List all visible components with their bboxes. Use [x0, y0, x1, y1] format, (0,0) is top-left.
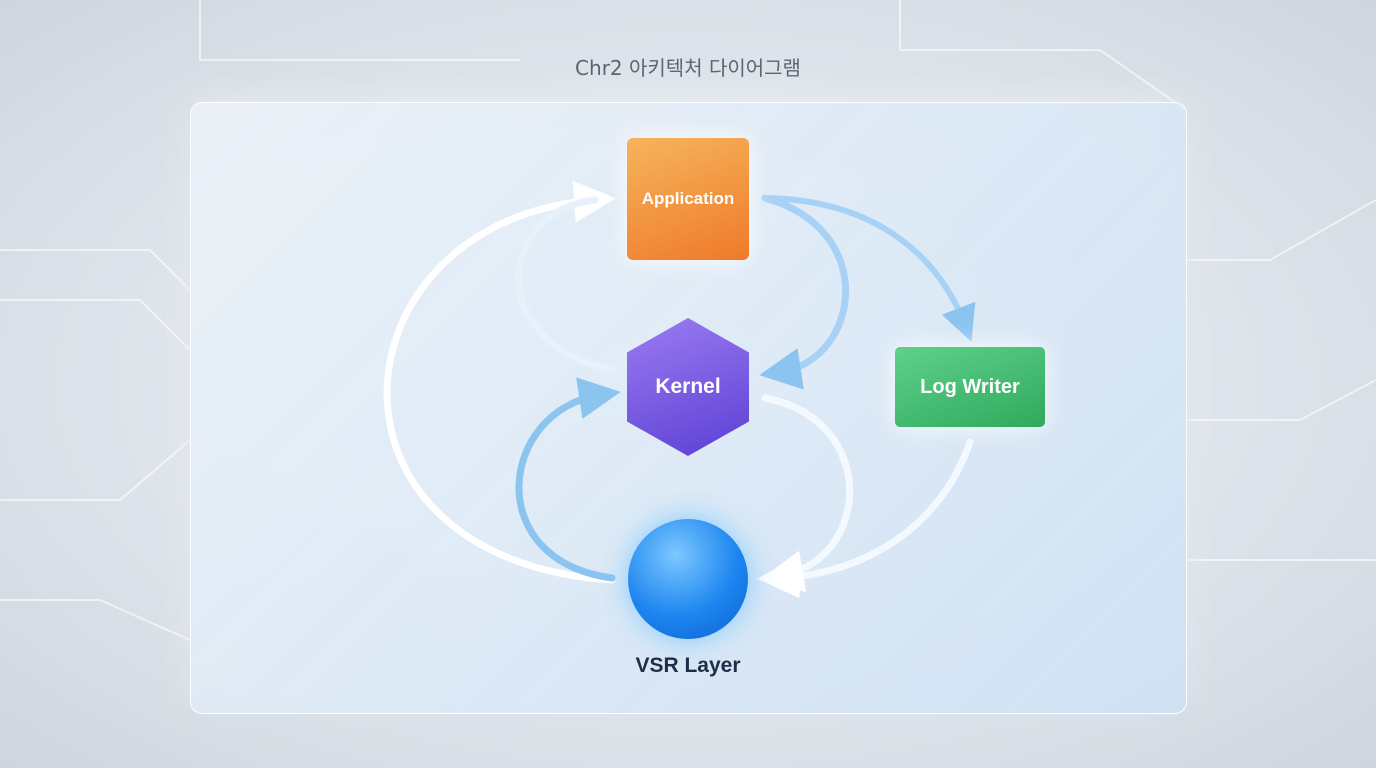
arrow-vsr-to-kernel: [515, 377, 621, 582]
log-writer-label: Log Writer: [920, 375, 1020, 398]
arrow-application-to-log-writer: [762, 195, 976, 342]
application-node[interactable]: Application: [627, 138, 749, 260]
vsr-layer-node[interactable]: [628, 519, 748, 639]
arrow-kernel-to-application: [514, 196, 616, 374]
vsr-layer-label: VSR Layer: [635, 654, 741, 677]
arrow-kernel-to-vsr: [761, 394, 854, 593]
arrow-application-to-kernel: [759, 194, 850, 390]
diagram-title: Chr2 아키텍처 다이어그램: [575, 56, 801, 80]
arrow-log-writer-to-vsr: [757, 438, 974, 599]
log-writer-node[interactable]: Log Writer: [895, 347, 1045, 427]
kernel-label: Kernel: [655, 375, 721, 398]
application-label: Application: [641, 189, 735, 208]
arrow-vsr-to-application-outer: [383, 180, 616, 584]
